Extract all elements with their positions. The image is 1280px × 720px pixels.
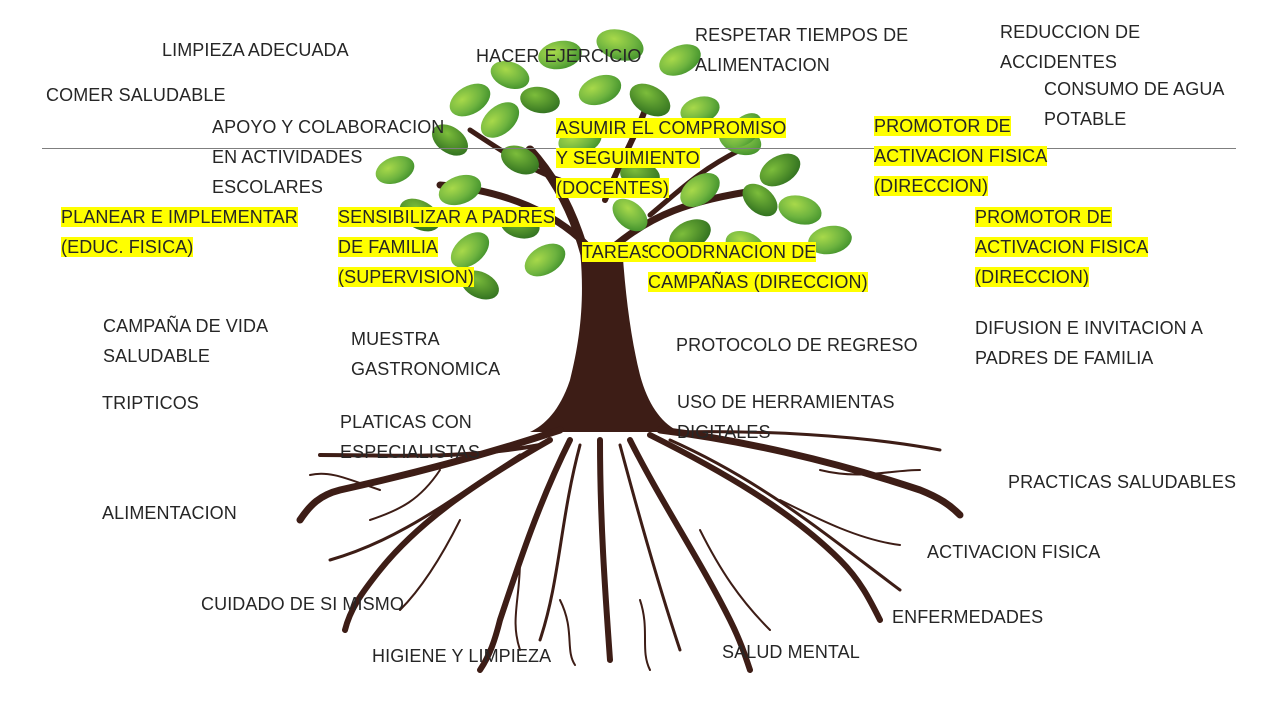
highlight-promotor-top: PROMOTOR DE ACTIVACION FISICA (DIRECCION… [874,116,1048,196]
highlight-coordinacion: COODRNACION DE CAMPAÑAS (DIRECCION) [648,242,868,292]
label-difusion: DIFUSION E INVITACION A PADRES DE FAMILI… [975,318,1203,368]
tree-leaves [375,29,852,300]
label-limpieza: LIMPIEZA ADECUADA [162,40,349,60]
label-respetar: RESPETAR TIEMPOS DE ALIMENTACION [695,25,909,75]
label-herramientas: USO DE HERRAMIENTAS DIGITALES [677,392,895,442]
label-protocolo: PROTOCOLO DE REGRESO [676,335,918,355]
highlight-tareas: TAREAS [582,242,654,262]
label-comer: COMER SALUDABLE [46,85,226,105]
highlight-sensibilizar: SENSIBILIZAR A PADRES DE FAMILIA (SUPERV… [338,207,555,287]
tree-roots [296,426,964,673]
label-alimentacion: ALIMENTACION [102,503,237,523]
label-ejercicio: HACER EJERCICIO [476,46,642,66]
label-practicas: PRACTICAS SALUDABLES [1008,472,1237,492]
label-muestra: MUESTRA GASTRONOMICA [351,329,501,379]
label-campana: CAMPAÑA DE VIDA SALUDABLE [103,316,269,366]
label-salud-mental: SALUD MENTAL [722,642,860,662]
label-reduccion: REDUCCION DE ACCIDENTES [1000,22,1141,72]
label-apoyo: APOYO Y COLABORACION EN ACTIVIDADES ESCO… [212,117,445,197]
tree-trunk [530,245,680,432]
highlight-asumir: ASUMIR EL COMPROMISO Y SEGUIMIENTO (DOCE… [556,118,787,198]
label-tripticos: TRIPTICOS [102,393,199,413]
label-enfermedades: ENFERMEDADES [892,607,1044,627]
label-activacion: ACTIVACION FISICA [927,542,1101,562]
label-platicas: PLATICAS CON ESPECIALISTAS [340,412,481,462]
label-cuidado: CUIDADO DE SI MISMO [201,594,404,614]
highlight-planear: PLANEAR E IMPLEMENTAR (EDUC. FISICA) [61,207,298,257]
highlight-promotor-right: PROMOTOR DE ACTIVACION FISICA (DIRECCION… [975,207,1149,287]
label-higiene: HIGIENE Y LIMPIEZA [372,646,552,666]
label-agua: CONSUMO DE AGUA POTABLE [1044,79,1225,129]
